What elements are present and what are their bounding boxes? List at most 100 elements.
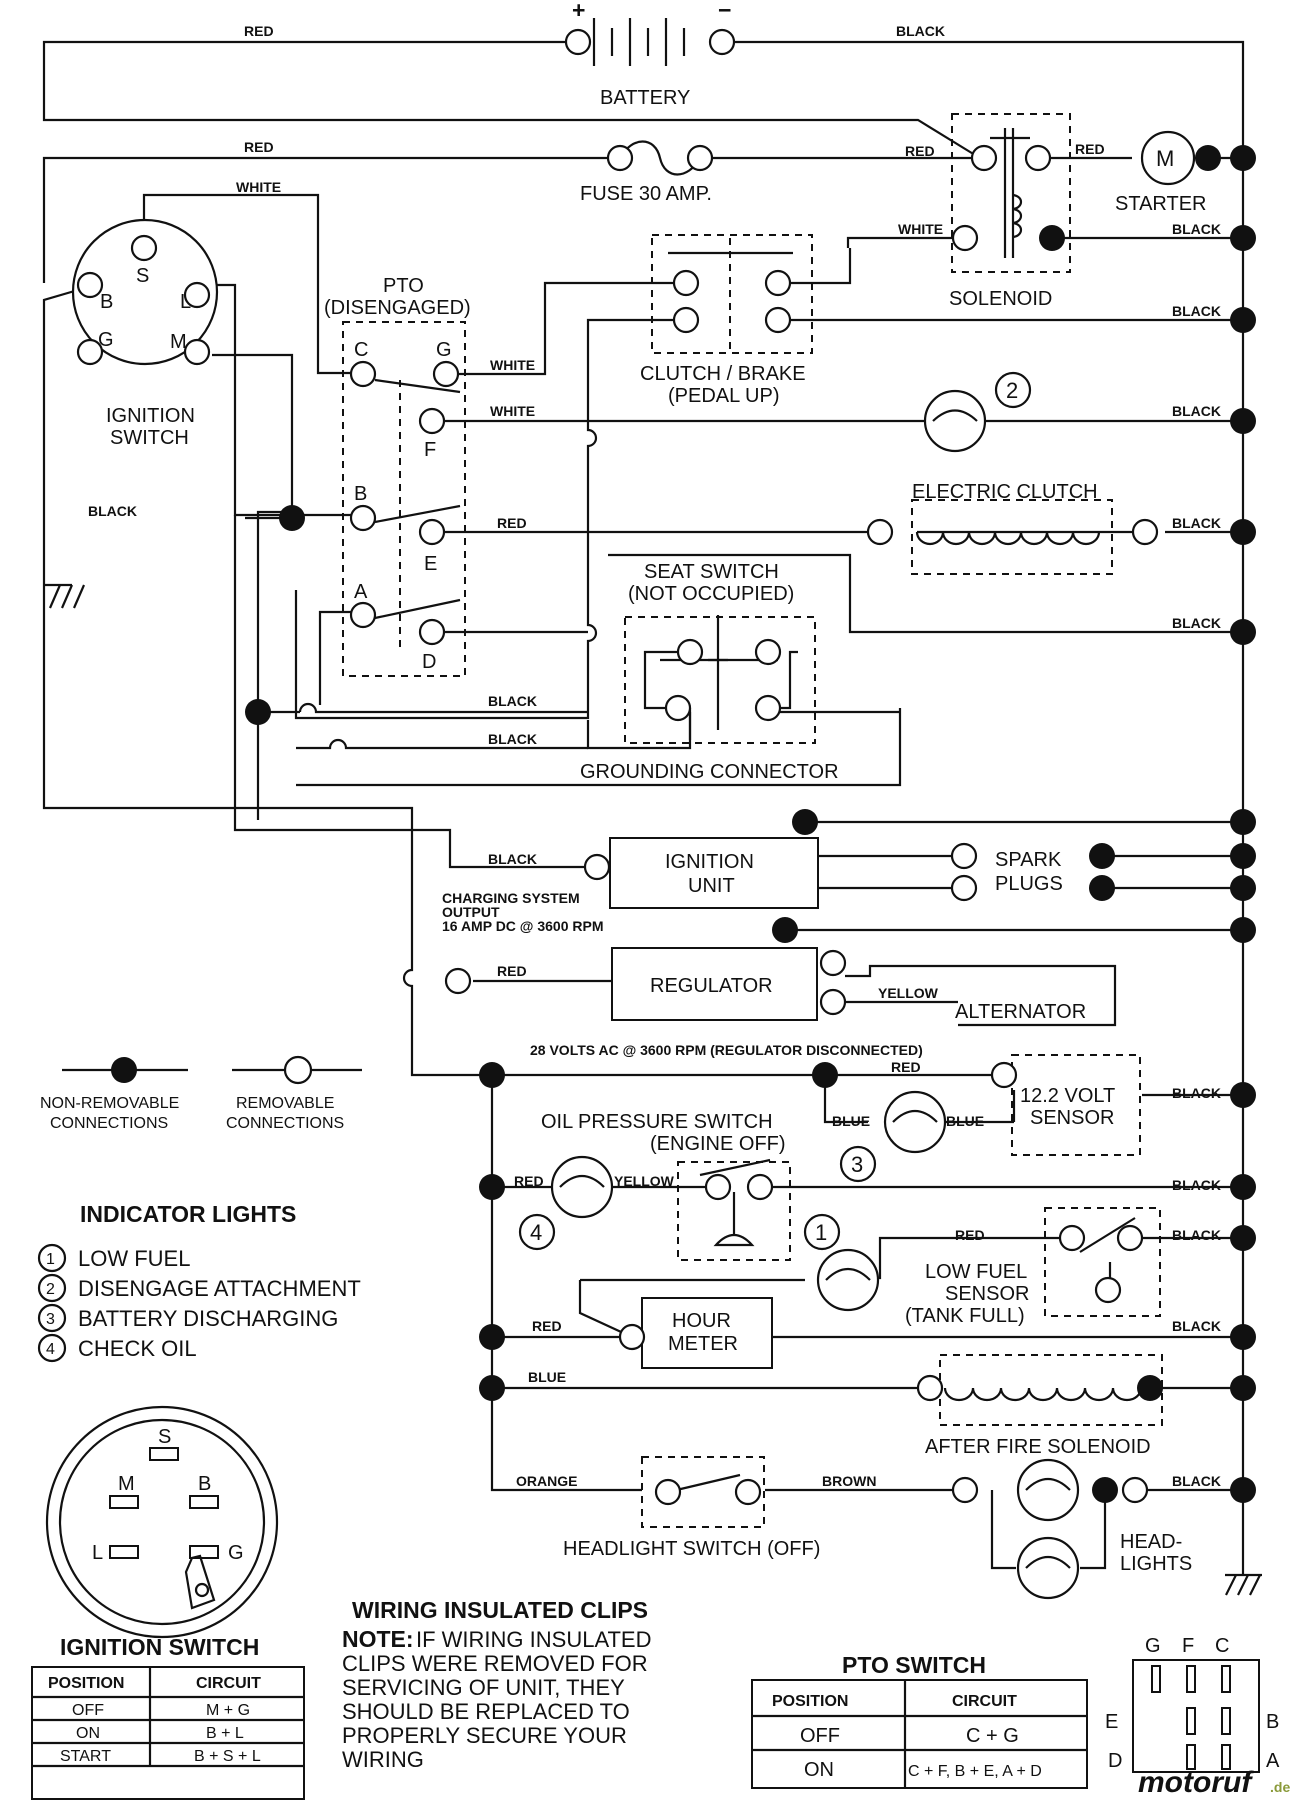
svg-text:BLACK: BLACK xyxy=(488,693,537,709)
svg-text:C: C xyxy=(354,339,368,361)
electric-clutch-label: ELECTRIC CLUTCH xyxy=(912,481,1098,503)
svg-text:NOTE:: NOTE: xyxy=(342,1626,414,1652)
svg-text:NON-REMOVABLE: NON-REMOVABLE xyxy=(40,1095,179,1112)
svg-text:RED: RED xyxy=(514,1173,544,1189)
svg-text:START: START xyxy=(60,1748,111,1765)
indicator-lights-legend: INDICATOR LIGHTS 1 LOW FUEL 2 DISENGAGE … xyxy=(37,1201,361,1363)
svg-text:RED: RED xyxy=(497,515,527,531)
svg-text:E: E xyxy=(424,553,437,575)
svg-text:2: 2 xyxy=(46,1281,55,1298)
svg-text:PLUGS: PLUGS xyxy=(995,873,1063,895)
svg-text:1: 1 xyxy=(46,1251,55,1268)
svg-text:PTO SWITCH: PTO SWITCH xyxy=(842,1652,986,1678)
svg-text:POSITION: POSITION xyxy=(772,1693,848,1710)
svg-text:F: F xyxy=(424,439,436,461)
svg-text:3: 3 xyxy=(851,1152,863,1177)
component-labels: + − BATTERY FUSE 30 AMP. M STARTER SOLEN… xyxy=(98,0,1207,1575)
svg-text:BLUE: BLUE xyxy=(832,1113,870,1129)
svg-text:(TANK FULL): (TANK FULL) xyxy=(905,1305,1025,1327)
svg-text:CHECK OIL: CHECK OIL xyxy=(78,1336,197,1361)
svg-text:BLACK: BLACK xyxy=(488,731,537,747)
svg-text:BLACK: BLACK xyxy=(1172,403,1221,419)
lamp-2 xyxy=(923,389,987,453)
svg-text:G: G xyxy=(228,1542,244,1564)
svg-text:WHITE: WHITE xyxy=(236,179,281,195)
svg-text:YELLOW: YELLOW xyxy=(614,1173,675,1189)
lamp-3 xyxy=(883,1090,947,1154)
svg-text:SERVICING OF UNIT, THEY: SERVICING OF UNIT, THEY xyxy=(342,1675,625,1700)
removable-connections xyxy=(76,28,1159,1506)
svg-text:B + L: B + L xyxy=(206,1725,244,1742)
svg-text:3: 3 xyxy=(46,1311,55,1328)
svg-text:WHITE: WHITE xyxy=(898,221,943,237)
volts-ac-label: 28 VOLTS AC @ 3600 RPM (REGULATOR DISCON… xyxy=(530,1042,923,1058)
pto-switch-face: G F C E D B A xyxy=(1105,1635,1280,1772)
svg-text:OFF: OFF xyxy=(72,1702,104,1719)
svg-text:E: E xyxy=(1105,1711,1118,1733)
headlight-switch-label: HEADLIGHT SWITCH (OFF) xyxy=(563,1538,820,1560)
svg-text:A: A xyxy=(1266,1750,1280,1772)
watermark: motoruf .de xyxy=(1138,1766,1290,1799)
svg-text:LOW FUEL: LOW FUEL xyxy=(78,1246,190,1271)
charging-output-label: CHARGING SYSTEM xyxy=(442,890,580,906)
svg-text:WIRING: WIRING xyxy=(342,1747,424,1772)
starter-label: STARTER xyxy=(1115,193,1207,215)
lamp-4 xyxy=(550,1155,614,1219)
svg-text:IF WIRING INSULATED: IF WIRING INSULATED xyxy=(416,1627,652,1652)
svg-text:RED: RED xyxy=(244,23,274,39)
wire-labels: RED BLACK RED RED RED WHITE WHITE BLACK … xyxy=(88,23,1221,1489)
svg-text:BLACK: BLACK xyxy=(1172,1318,1221,1334)
svg-text:DISENGAGE ATTACHMENT: DISENGAGE ATTACHMENT xyxy=(78,1276,361,1301)
component-outlines xyxy=(45,18,1260,1773)
svg-text:4: 4 xyxy=(530,1220,542,1245)
svg-text:F: F xyxy=(1182,1635,1194,1657)
svg-text:RED: RED xyxy=(1075,141,1105,157)
headlight-upper xyxy=(1016,1458,1080,1522)
svg-text:SENSOR: SENSOR xyxy=(945,1283,1029,1305)
battery-label: BATTERY xyxy=(600,87,690,109)
svg-text:16 AMP DC @ 3600 RPM: 16 AMP DC @ 3600 RPM xyxy=(442,918,604,934)
pto-label: PTO xyxy=(383,275,424,297)
svg-text:POSITION: POSITION xyxy=(48,1675,124,1692)
svg-text:RED: RED xyxy=(497,963,527,979)
starter-symbol: M xyxy=(1156,146,1174,171)
svg-text:C + G: C + G xyxy=(966,1725,1019,1747)
svg-text:C: C xyxy=(1215,1635,1229,1657)
svg-text:PROPERLY SECURE YOUR: PROPERLY SECURE YOUR xyxy=(342,1723,627,1748)
svg-text:1: 1 xyxy=(815,1220,827,1245)
svg-text:BLUE: BLUE xyxy=(528,1369,566,1385)
lamp-1 xyxy=(816,1248,880,1312)
battery-positive: + xyxy=(572,0,585,23)
svg-text:M + G: M + G xyxy=(206,1702,250,1719)
svg-text:BLACK: BLACK xyxy=(88,503,137,519)
svg-text:D: D xyxy=(1108,1750,1122,1772)
svg-text:(ENGINE OFF): (ENGINE OFF) xyxy=(650,1133,786,1155)
alternator-label: ALTERNATOR xyxy=(955,1001,1086,1023)
svg-text:B + S + L: B + S + L xyxy=(194,1748,261,1765)
svg-text:BLACK: BLACK xyxy=(1172,515,1221,531)
svg-text:(NOT OCCUPIED): (NOT OCCUPIED) xyxy=(628,583,794,605)
svg-text:.de: .de xyxy=(1270,1779,1290,1795)
svg-text:CIRCUIT: CIRCUIT xyxy=(952,1693,1017,1710)
svg-text:G: G xyxy=(98,329,114,351)
svg-text:BLUE: BLUE xyxy=(946,1113,984,1129)
svg-text:S: S xyxy=(158,1426,171,1448)
svg-text:BLACK: BLACK xyxy=(1172,303,1221,319)
headlights-label: HEAD- xyxy=(1120,1531,1182,1553)
ignition-unit-label: IGNITION xyxy=(665,851,754,873)
svg-text:BLACK: BLACK xyxy=(1172,1177,1221,1193)
svg-text:BLACK: BLACK xyxy=(896,23,945,39)
ignition-switch-label: IGNITION xyxy=(106,405,195,427)
svg-text:OFF: OFF xyxy=(800,1725,840,1747)
svg-text:IGNITION SWITCH: IGNITION SWITCH xyxy=(60,1634,259,1660)
svg-text:RED: RED xyxy=(955,1227,985,1243)
svg-text:CONNECTIONS: CONNECTIONS xyxy=(50,1115,168,1132)
solenoid-label: SOLENOID xyxy=(949,288,1052,310)
svg-text:A: A xyxy=(354,581,368,603)
svg-text:BLACK: BLACK xyxy=(488,851,537,867)
svg-text:L: L xyxy=(180,291,191,313)
svg-text:BLACK: BLACK xyxy=(1172,1227,1221,1243)
svg-text:OUTPUT: OUTPUT xyxy=(442,904,500,920)
svg-text:INDICATOR LIGHTS: INDICATOR LIGHTS xyxy=(80,1201,296,1227)
